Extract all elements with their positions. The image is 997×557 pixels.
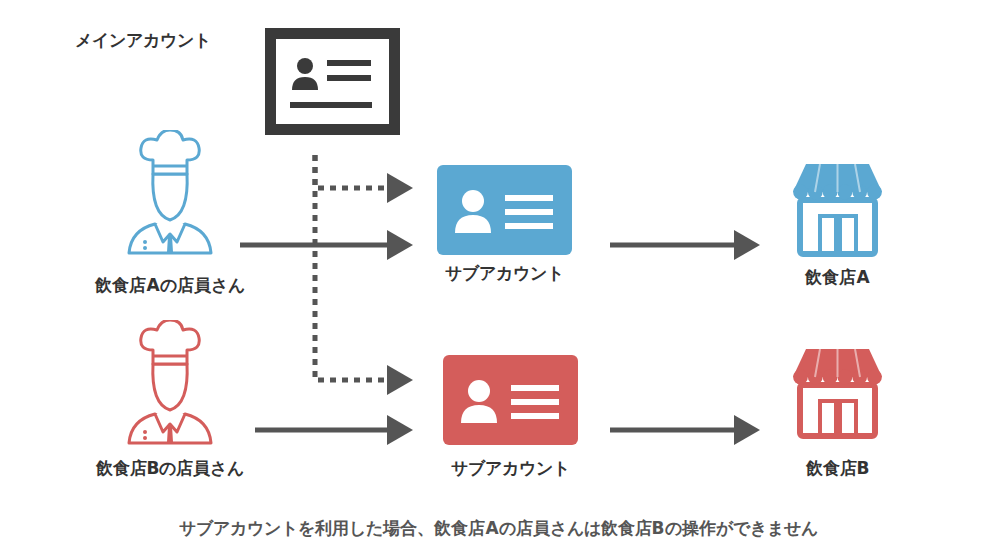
connector-line <box>315 155 389 380</box>
connector <box>315 155 413 395</box>
arrow-head <box>387 173 413 203</box>
connector-line <box>255 428 389 433</box>
arrow-head <box>734 230 760 260</box>
arrow-head <box>387 415 413 445</box>
connector-line <box>610 428 736 433</box>
node-label: メインアカウント <box>75 30 211 50</box>
store-icon: 飲食店B <box>790 345 885 440</box>
staff-figure: 飲食店Aの店員さん <box>125 130 215 255</box>
card-illustration <box>443 355 578 445</box>
caption: サブアカウントを利用した場合、飲食店Aの店員さんは飲食店Bの操作ができません <box>0 517 997 539</box>
connector-line <box>240 243 389 248</box>
staff-figure: 飲食店Bの店員さん <box>125 320 215 445</box>
node-label: 飲食店B <box>806 458 870 478</box>
store-icon: 飲食店A <box>790 160 885 258</box>
store-illustration <box>790 160 885 258</box>
card-illustration <box>437 165 572 255</box>
store-illustration <box>790 345 885 440</box>
node-label: 飲食店Bの店員さん <box>96 458 245 478</box>
connector-line <box>315 155 389 188</box>
node-label: 飲食店Aの店員さん <box>95 275 244 295</box>
node-label: サブアカウント <box>445 263 564 283</box>
connector <box>610 415 760 445</box>
main-illustration <box>265 28 400 135</box>
node-label: 飲食店A <box>805 267 869 287</box>
chef-illustration <box>125 130 215 255</box>
chef-illustration <box>125 320 215 445</box>
node-label: サブアカウント <box>451 458 570 478</box>
connector <box>315 155 413 203</box>
connector <box>610 230 760 260</box>
sub-account-card: サブアカウント <box>437 165 572 255</box>
main-account-card: メインアカウント <box>265 28 400 135</box>
arrow-head <box>387 230 413 260</box>
sub-account-card: サブアカウント <box>443 355 578 445</box>
arrow-head <box>734 415 760 445</box>
connector <box>255 415 413 445</box>
connector-line <box>610 243 736 248</box>
arrow-head <box>387 365 413 395</box>
connector <box>240 230 413 260</box>
